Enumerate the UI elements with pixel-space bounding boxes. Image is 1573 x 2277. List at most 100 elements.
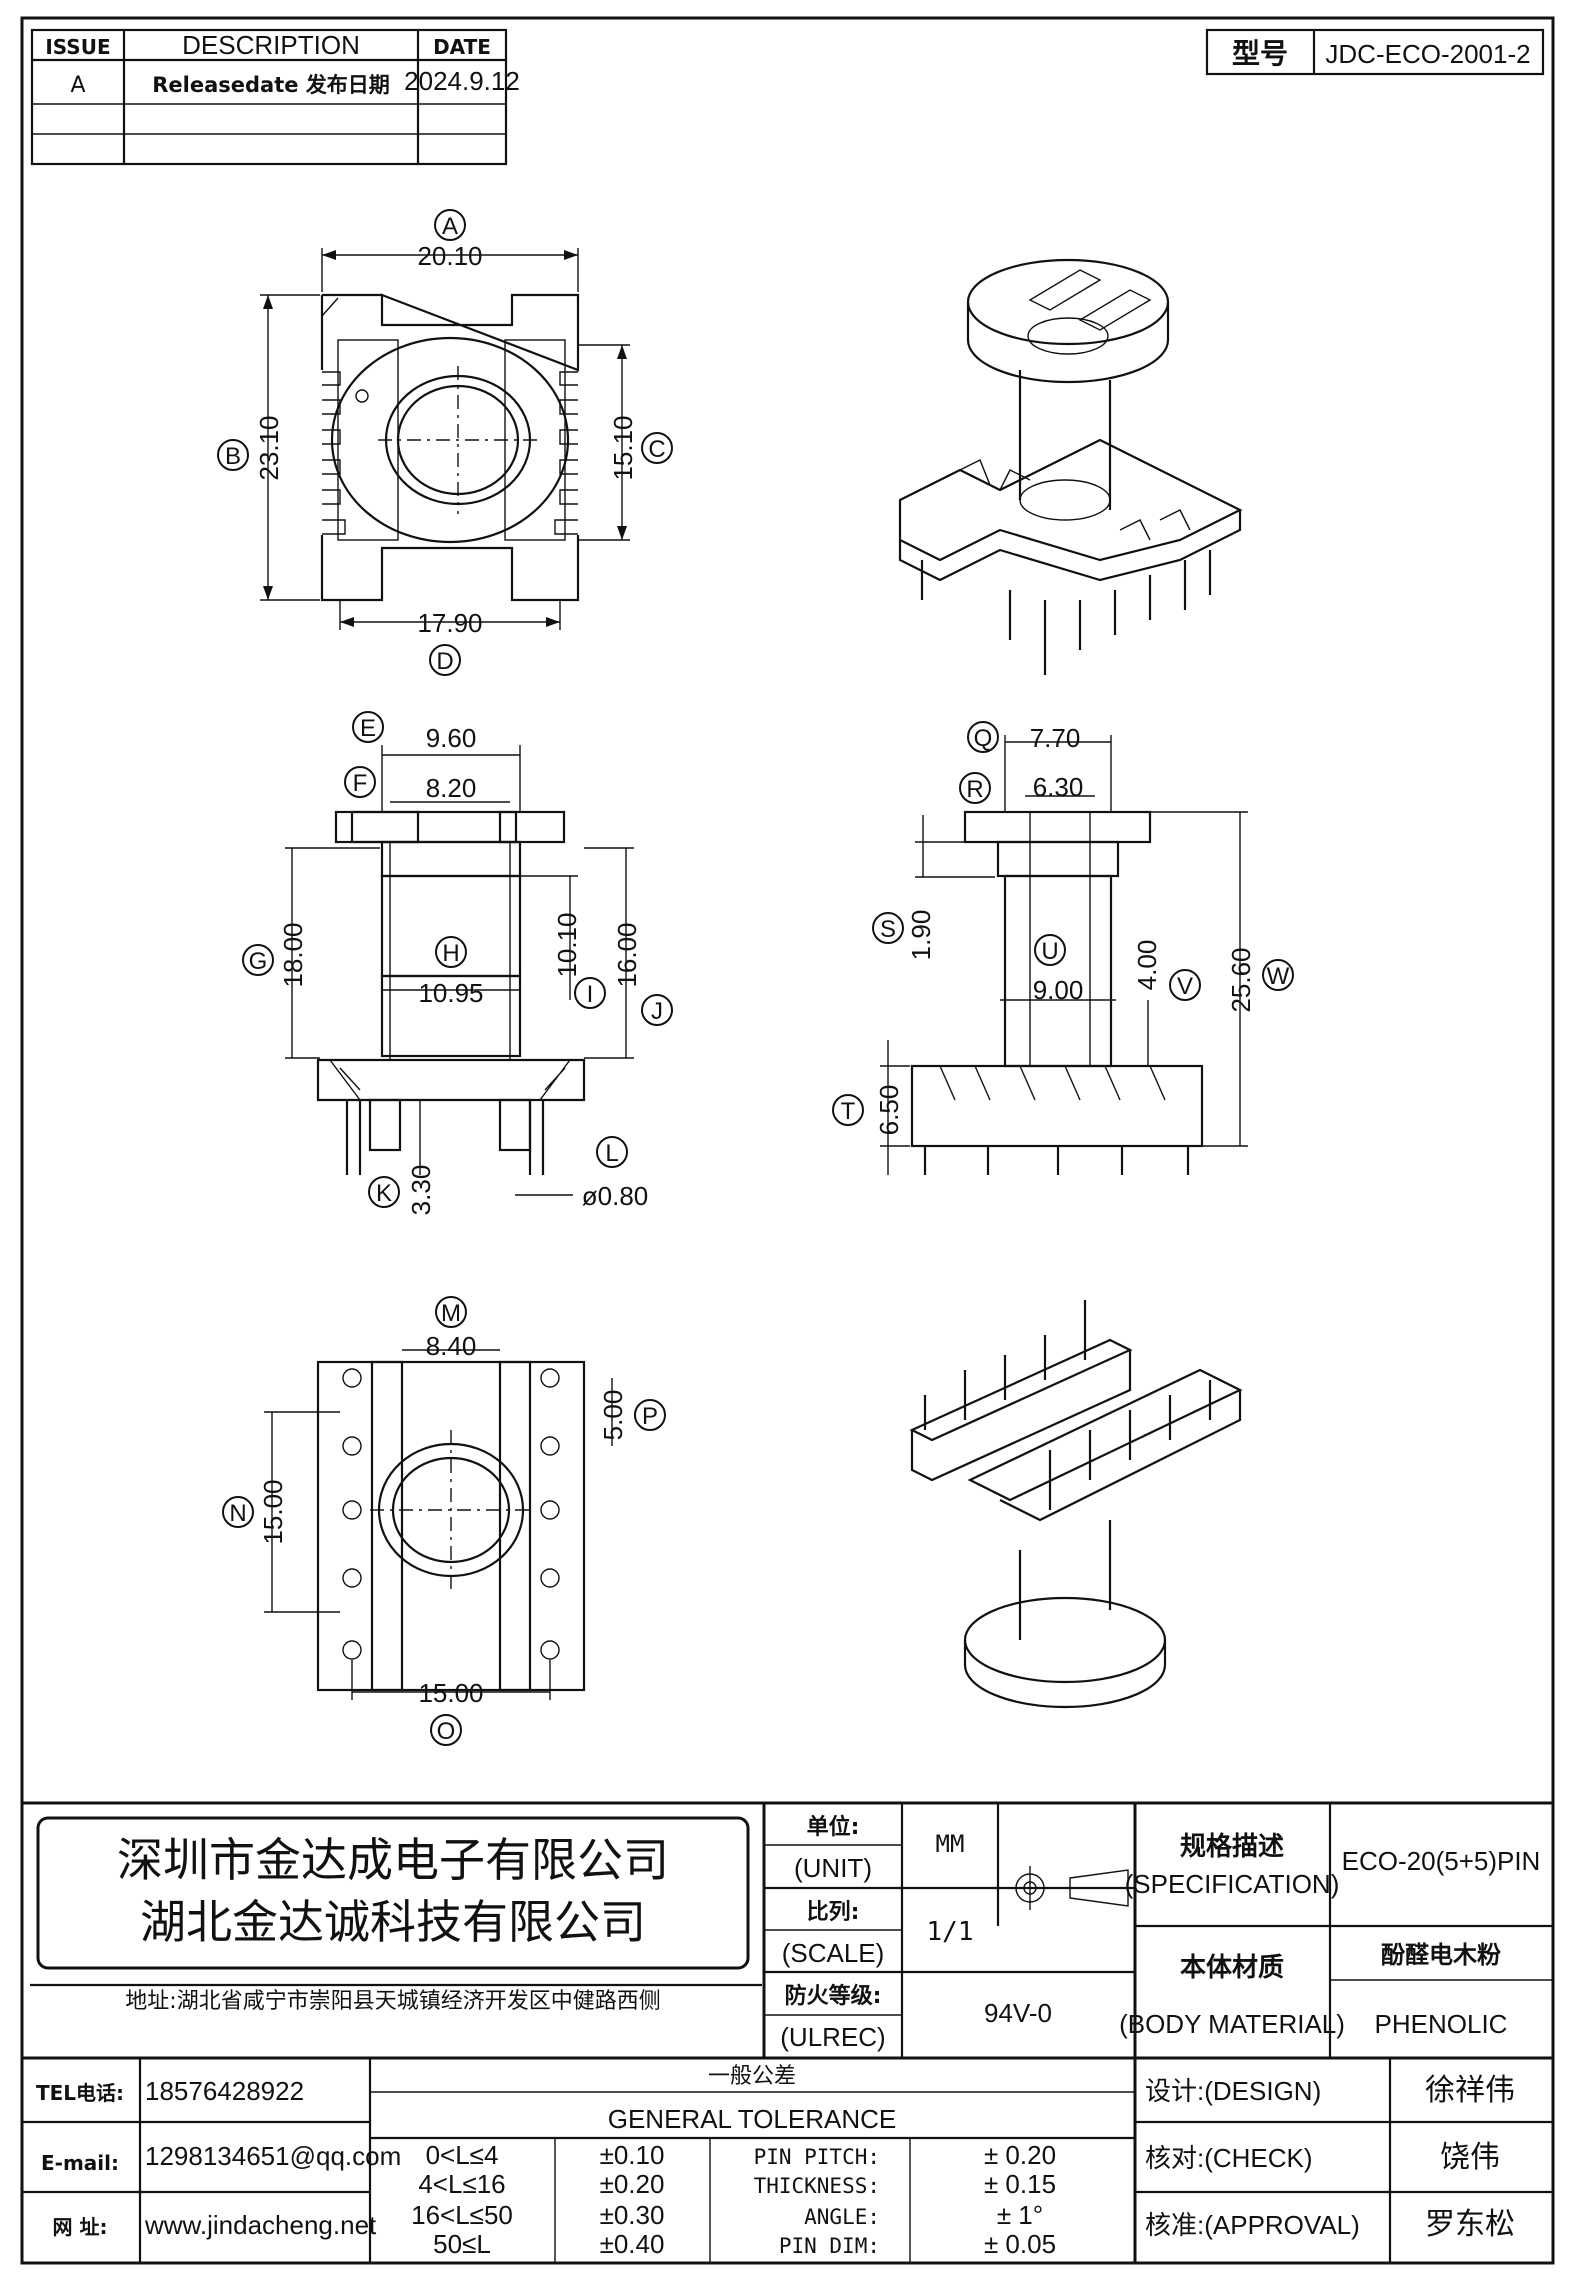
material-value-en: PHENOLIC <box>1375 2009 1508 2039</box>
tol-other-value-3: ± 0.05 <box>984 2229 1056 2259</box>
dim-B-value: 23.10 <box>254 415 284 480</box>
dim-C-value: 15.10 <box>608 415 638 480</box>
label-R: R <box>966 776 983 803</box>
label-T: T <box>841 1098 856 1125</box>
dim-M-value: 8.40 <box>426 1331 477 1361</box>
tol-other-value-2: ± 1° <box>997 2200 1043 2230</box>
dim-A-value: 20.10 <box>417 241 482 271</box>
isometric-view-bottom <box>909 1300 1243 1709</box>
revision-table: ISSUE DESCRIPTION DATE A Releasedate 发布日… <box>30 28 520 166</box>
dim-V-value: 4.00 <box>1132 940 1162 991</box>
unit-label-en: (UNIT) <box>794 1853 872 1883</box>
company-address: 地址:湖北省咸宁市崇阳县天城镇经济开发区中健路西侧 <box>125 1989 660 2014</box>
tol-value-2: ±0.30 <box>600 2200 665 2230</box>
tol-other-label-2: ANGLE: <box>804 2205 880 2229</box>
material-label-cn: 本体材质 <box>1180 1953 1284 1983</box>
label-O: O <box>437 1718 456 1745</box>
tol-other-label-1: THICKNESS: <box>754 2174 880 2198</box>
date-header: DATE <box>433 35 491 59</box>
label-V: V <box>1177 973 1193 1000</box>
revision-issue: A <box>70 73 85 98</box>
company-name-2: 湖北金达诚科技有限公司 <box>140 1895 646 1949</box>
dim-F-value: 8.20 <box>426 773 477 803</box>
label-B: B <box>225 443 241 470</box>
dim-G-value: 18.00 <box>278 922 308 987</box>
fire-label-cn: 防火等级: <box>785 1983 882 2009</box>
tol-value-0: ±0.10 <box>600 2140 665 2170</box>
check-name: 饶伟 <box>1440 2140 1500 2175</box>
label-F: F <box>353 770 368 797</box>
tol-value-1: ±0.20 <box>600 2169 665 2199</box>
dim-W-value: 25.60 <box>1226 947 1256 1012</box>
issue-header: ISSUE <box>45 35 110 59</box>
dim-N-value: 15.00 <box>258 1479 288 1544</box>
dim-D-value: 17.90 <box>417 608 482 638</box>
design-label: 设计:(DESIGN) <box>1145 2076 1321 2106</box>
side-view: 7.70 Q 6.30 R 1.90 S 9.00 U 4.00 V 25.60… <box>832 721 1294 1175</box>
tol-range-2: 16<L≤50 <box>411 2200 513 2230</box>
label-W: W <box>1267 963 1290 990</box>
email-label: E-mail: <box>41 2151 119 2175</box>
model-box: 型号 JDC-ECO-2001-2 <box>1205 28 1545 76</box>
dim-T-value: 6.50 <box>874 1085 904 1136</box>
tol-value-3: ±0.40 <box>600 2229 665 2259</box>
dim-R-value: 6.30 <box>1033 772 1084 802</box>
label-L: L <box>605 1140 618 1167</box>
dim-K-value: 3.30 <box>406 1165 436 1216</box>
dim-O-value: 15.00 <box>418 1678 483 1708</box>
fire-value: 94V-0 <box>984 1998 1052 2028</box>
dim-L-value: ø0.80 <box>582 1181 649 1211</box>
description-header: DESCRIPTION <box>182 30 360 60</box>
check-label: 核对:(CHECK) <box>1145 2143 1313 2173</box>
label-G: G <box>249 948 268 975</box>
dim-U-value: 9.00 <box>1033 975 1084 1005</box>
label-P: P <box>642 1403 658 1430</box>
dim-J-value: 16.00 <box>612 922 642 987</box>
dim-P-value: 5.00 <box>598 1390 628 1441</box>
design-name: 徐祥伟 <box>1425 2073 1515 2108</box>
dim-S-value: 1.90 <box>906 910 936 961</box>
label-U: U <box>1041 938 1058 965</box>
label-M: M <box>441 1300 461 1327</box>
tel-value: 18576428922 <box>145 2076 304 2106</box>
dim-H-value: 10.95 <box>418 978 483 1008</box>
tol-other-label-0: PIN PITCH: <box>754 2145 880 2169</box>
material-value-cn: 酚醛电木粉 <box>1381 1941 1501 1969</box>
tol-range-0: 0<L≤4 <box>426 2140 499 2170</box>
spec-label-cn: 规格描述 <box>1180 1831 1284 1862</box>
company-name-1: 深圳市金达成电子有限公司 <box>117 1833 669 1887</box>
tol-range-1: 4<L≤16 <box>418 2169 505 2199</box>
scale-value: 1/1 <box>927 1917 974 1947</box>
approval-name: 罗东松 <box>1425 2207 1515 2242</box>
tol-other-value-0: ± 0.20 <box>984 2140 1056 2170</box>
isometric-view-top <box>898 258 1243 675</box>
drawing-frame <box>20 16 1555 2265</box>
label-N: N <box>229 1500 246 1527</box>
label-I: I <box>587 981 594 1008</box>
label-A: A <box>442 213 458 240</box>
label-E: E <box>360 715 376 742</box>
dim-I-value: 10.10 <box>552 912 582 977</box>
label-Q: Q <box>974 725 993 752</box>
projection-symbol-icon <box>1008 1866 1129 1910</box>
model-value: JDC-ECO-2001-2 <box>1325 39 1530 69</box>
web-value: www.jindacheng.net <box>144 2210 377 2240</box>
unit-label-cn: 单位: <box>807 1814 860 1840</box>
spec-value: ECO-20(5+5)PIN <box>1342 1846 1541 1876</box>
web-label: 网 址: <box>53 2215 108 2239</box>
scale-label-en: (SCALE) <box>782 1938 885 1968</box>
revision-description: Releasedate 发布日期 <box>152 73 390 97</box>
spec-label-en: (SPECIFICATION) <box>1125 1869 1340 1899</box>
approval-label: 核准:(APPROVAL) <box>1145 2210 1360 2240</box>
label-C: C <box>648 436 665 463</box>
front-view: 9.60 E 8.20 F 18.00 G 10.95 H 10.10 I 16… <box>242 711 673 1216</box>
tel-label: TEL电话: <box>36 2081 124 2105</box>
email-value: 1298134651@qq.com <box>145 2141 401 2171</box>
title-block: 深圳市金达成电子有限公司 湖北金达诚科技有限公司 地址:湖北省咸宁市崇阳县天城镇… <box>22 1801 1553 2263</box>
unit-value: MM <box>936 1830 965 1858</box>
label-K: K <box>376 1180 392 1207</box>
tol-other-label-3: PIN DIM: <box>779 2234 880 2258</box>
fire-label-en: (ULREC) <box>780 2022 885 2052</box>
tol-range-3: 50≤L <box>433 2229 491 2259</box>
dim-Q-value: 7.70 <box>1030 723 1081 753</box>
